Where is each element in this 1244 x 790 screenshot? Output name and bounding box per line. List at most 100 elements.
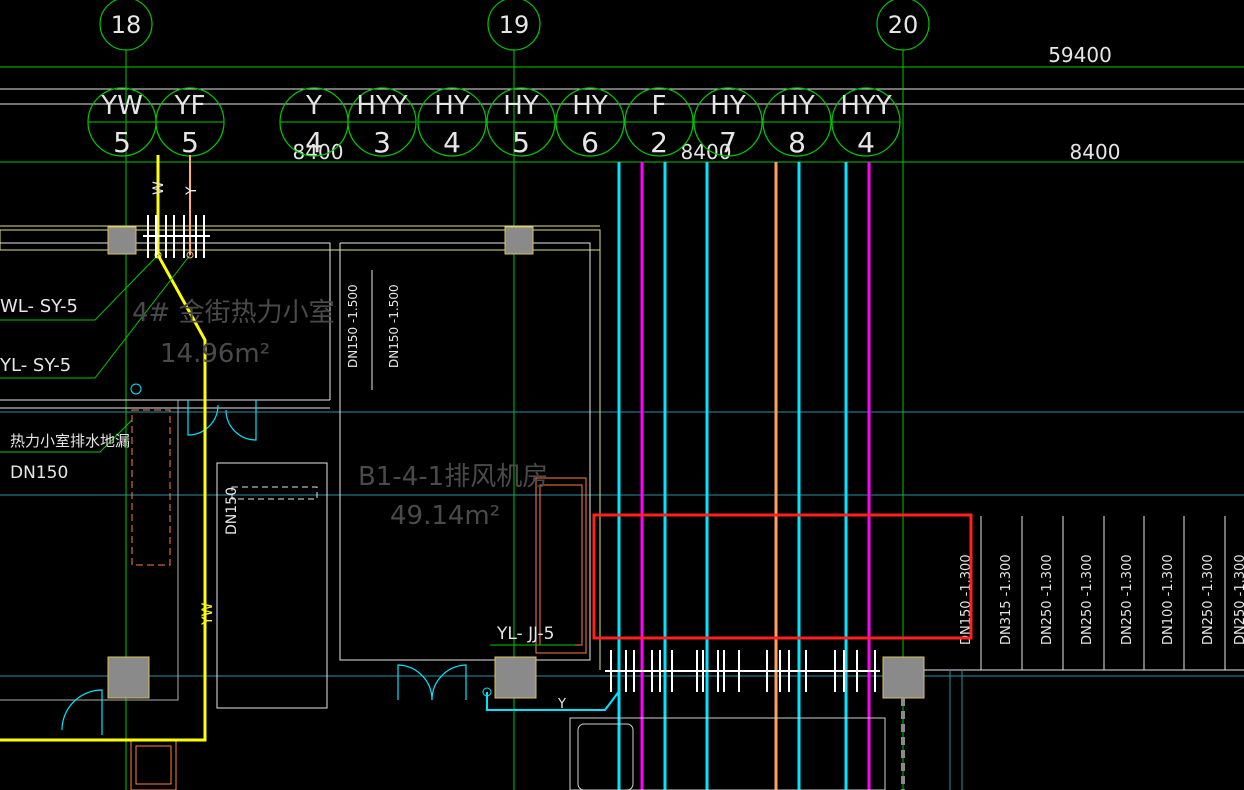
axis-label-20: 20 xyxy=(888,11,919,39)
riser-tag-2[interactable]: Y4 xyxy=(279,87,349,159)
pipe-label-6: DN250 -1.300 xyxy=(1201,554,1216,645)
riser-tag-bottom: 4 xyxy=(443,126,461,159)
riser-tag-top: HY xyxy=(710,91,746,121)
column-19-top xyxy=(504,226,534,255)
riser-tag-bottom: 2 xyxy=(650,126,668,159)
riser-tag-top: HY xyxy=(572,91,608,121)
room2-area: 49.14m² xyxy=(390,501,500,531)
riser-tag-0[interactable]: YW 5 xyxy=(87,87,157,159)
room1-area: 14.96m² xyxy=(160,339,270,369)
riser-tag-bottom: 4 xyxy=(305,126,323,159)
door-3 xyxy=(397,664,433,701)
riser-tag-6[interactable]: HY 6 xyxy=(555,87,625,159)
axis-bubble-circle xyxy=(876,0,930,51)
wall-penetration-ticks xyxy=(143,215,880,692)
riser-tag-bottom: 5 xyxy=(113,126,131,159)
yw-vert: YW xyxy=(200,602,216,626)
pipe-label-7: DN250 -1.300 xyxy=(1233,554,1244,645)
columns xyxy=(107,226,925,699)
riser-tag-bottom: 5 xyxy=(181,126,199,159)
room2-name: B1-4-1排风机房 xyxy=(358,462,548,492)
column-18-top xyxy=(107,226,137,255)
riser-tag-5[interactable]: HY 5 xyxy=(486,87,556,159)
room1-name: 4# 金街热力小室 xyxy=(132,298,335,328)
leader-wl xyxy=(0,254,159,321)
column-18-bottom xyxy=(107,656,150,699)
cyan-branch-node xyxy=(482,687,492,697)
vertical-pipes xyxy=(617,162,871,790)
axis-bubble-18[interactable]: 18 xyxy=(99,0,153,51)
pipe-label-2: DN250 -1.300 xyxy=(1040,554,1055,645)
riser-tag-top: Y xyxy=(305,91,322,121)
leader-lines xyxy=(0,254,575,646)
axis-label-18: 18 xyxy=(111,11,142,39)
drain-trench xyxy=(131,409,171,566)
doors xyxy=(61,400,467,735)
teal-lines xyxy=(0,411,1244,677)
pit-orange-inner xyxy=(135,745,172,785)
leader-drain xyxy=(0,419,133,453)
axis-bubble-circle xyxy=(99,0,153,51)
riser-tag-top: YF xyxy=(174,91,206,121)
drain-dn: DN150 xyxy=(10,463,68,483)
yw-pipe-run xyxy=(0,155,207,742)
column-20-bottom xyxy=(882,656,925,699)
pipe-label-dividers xyxy=(980,516,1226,670)
riser-tag-bottom: 8 xyxy=(788,126,806,159)
riser-tag-bottom: 7 xyxy=(719,126,737,159)
riser-tag-top: F xyxy=(652,91,667,121)
axis-bubble-19[interactable]: 19 xyxy=(487,0,541,51)
axis-bubble-20[interactable]: 20 xyxy=(876,0,930,51)
highlight-box[interactable] xyxy=(592,513,973,640)
riser-tag-7[interactable]: F2 xyxy=(624,87,694,159)
floor-drain-symbol xyxy=(130,383,142,395)
equipment-bottom xyxy=(569,717,886,790)
dn-left-vert: DN150 xyxy=(224,487,240,535)
door-1 xyxy=(187,400,219,436)
yellow-pipe xyxy=(0,155,207,742)
riser-tag-top: HY xyxy=(779,91,815,121)
riser-tag-bottom: 4 xyxy=(857,126,875,159)
riser-tag-top: HY xyxy=(503,91,539,121)
dim-bay-2: 8400 xyxy=(681,140,732,164)
dim-bay-1: 8400 xyxy=(293,140,344,164)
riser-tag-1[interactable]: YF 5 xyxy=(155,87,225,159)
riser-tag-4[interactable]: HY 4 xyxy=(417,87,487,159)
white-guide-lines xyxy=(0,88,1244,105)
exhaust-duct xyxy=(535,477,587,654)
riser-tag-top: YW xyxy=(100,91,143,121)
pipe-label-5: DN100 -1.300 xyxy=(1161,554,1176,645)
axis-bubble-circle xyxy=(487,0,541,51)
shaft-box xyxy=(216,462,328,709)
riser-tag-8[interactable]: HY 7 xyxy=(693,87,763,159)
corridor-wall xyxy=(0,400,179,701)
label-yl-jj: YL- JJ-5 xyxy=(496,624,554,644)
dn-vert-a: DN150 -1.500 xyxy=(346,284,360,368)
label-yl-sy: YL- SY-5 xyxy=(0,355,71,376)
door-5 xyxy=(61,689,103,735)
leader-yl xyxy=(0,254,191,379)
riser-tag-10[interactable]: HYY 4 xyxy=(831,87,901,159)
label-y-small: Y xyxy=(557,697,566,712)
y-small-2: Y xyxy=(184,186,200,196)
column-19-bottom xyxy=(494,656,537,699)
pipe-label-4: DN250 -1.300 xyxy=(1120,554,1135,645)
riser-tag-bottom: 6 xyxy=(581,126,599,159)
riser-tag-top: HYY xyxy=(356,91,407,121)
equipment-frame xyxy=(569,717,886,790)
yf-node xyxy=(186,251,194,259)
drain-title: 热力小室排水地漏 xyxy=(10,432,130,450)
ladder xyxy=(949,670,963,790)
riser-tag-top: HY xyxy=(434,91,470,121)
door-2 xyxy=(225,400,257,441)
equipment-tank xyxy=(577,723,634,790)
riser-tag-bottom: 5 xyxy=(512,126,530,159)
riser-tag-9[interactable]: HY 8 xyxy=(762,87,832,159)
horizontal-grid-lines xyxy=(0,66,1244,163)
shaft-inner-dash xyxy=(231,486,318,500)
dim-total: 59400 xyxy=(1048,43,1112,67)
riser-tag-top: HYY xyxy=(840,91,891,121)
